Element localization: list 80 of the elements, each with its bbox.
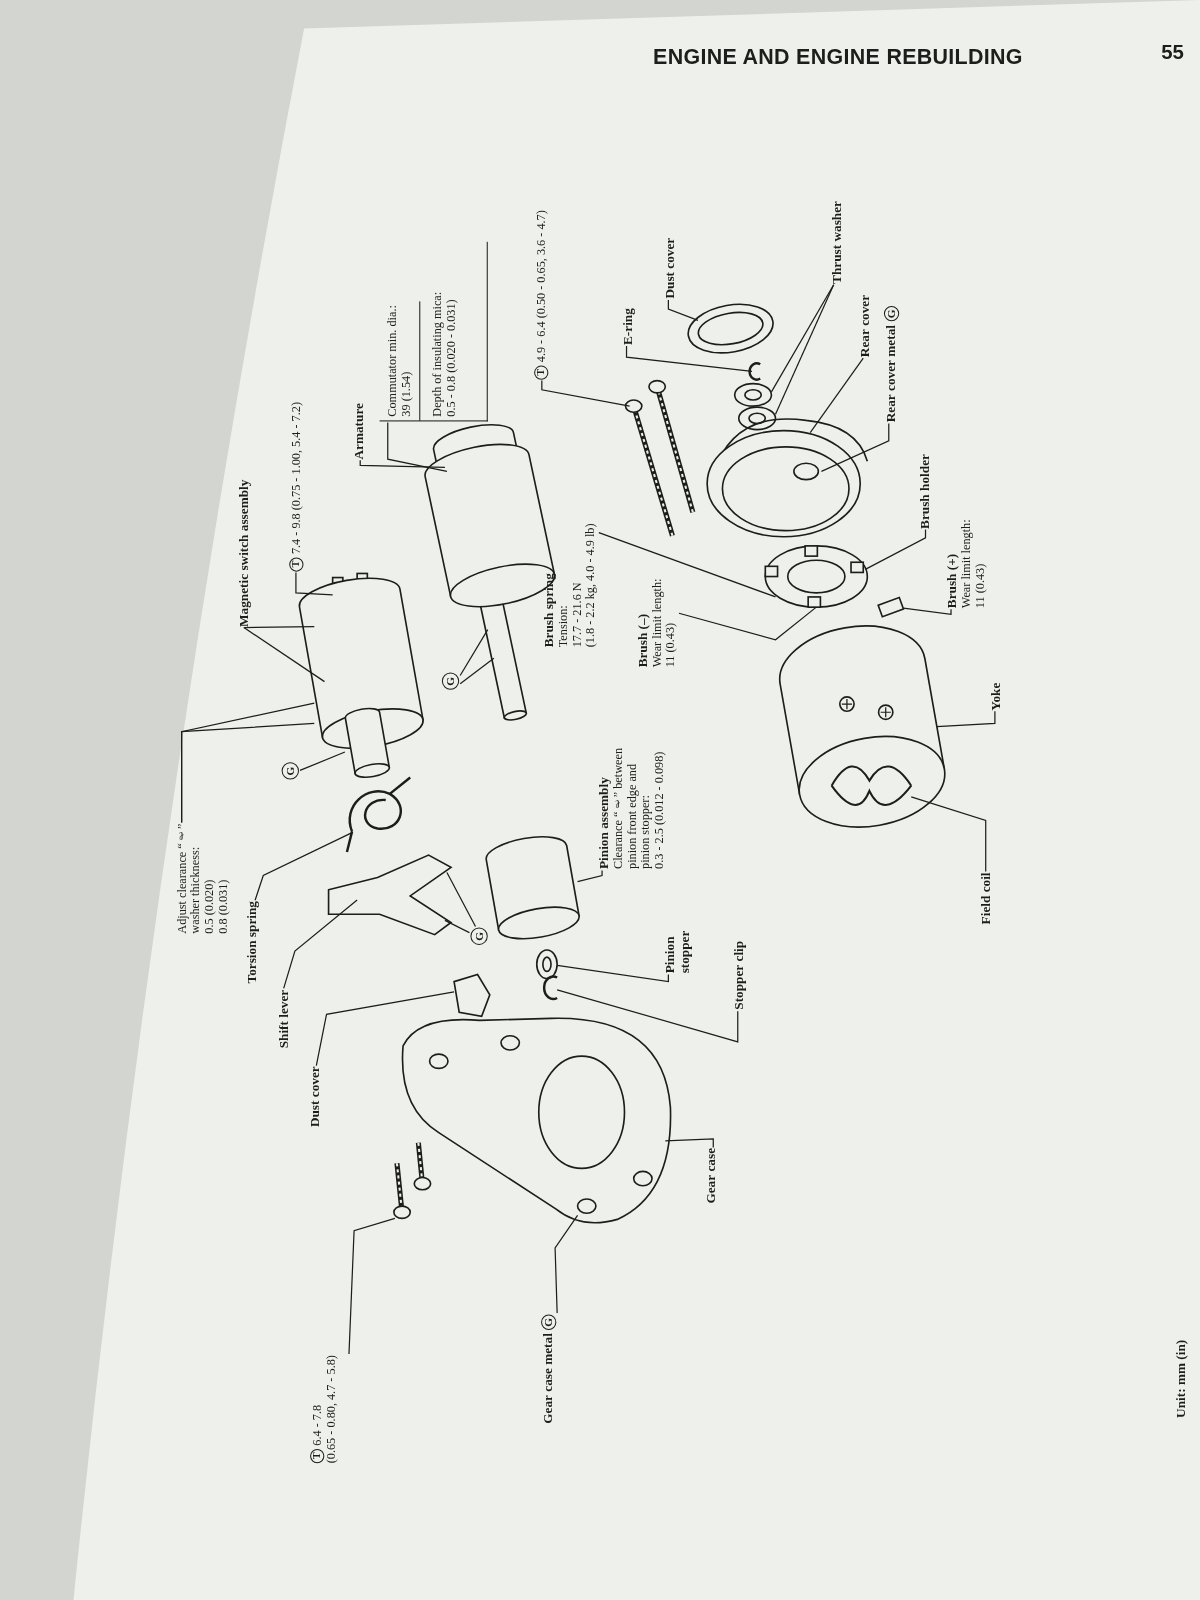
- page-number: 55: [1161, 40, 1184, 65]
- leader-line: [678, 606, 817, 641]
- part-label: Field coil: [978, 872, 994, 925]
- leader-line: [809, 357, 864, 434]
- part-label: Brush (+): [944, 552, 960, 609]
- leader-line: [556, 964, 669, 983]
- torque-spec: T 4.9 - 6.4 (0.50 - 0.65, 3.6 - 4.7): [533, 209, 549, 380]
- leader-line: [348, 1217, 396, 1355]
- leader-line: [359, 459, 446, 468]
- rear-cover-drawing: [706, 418, 869, 538]
- leader-line: [774, 284, 835, 415]
- gear-case-drawing: [401, 1017, 672, 1224]
- part-label: Rear cover: [858, 294, 873, 358]
- washer-drawing: [737, 406, 777, 431]
- pinion-drawing: [485, 836, 580, 940]
- spec-text: Adjust clearance “ℓ” washer thickness:: [175, 823, 203, 934]
- pinion-stopper-drawing: [535, 949, 558, 980]
- leader-line: [820, 422, 890, 473]
- leader-line: [459, 657, 495, 685]
- e-ring-drawing: [748, 362, 761, 381]
- part-label: Thrust washer: [829, 200, 845, 284]
- part-label: E-ring: [620, 308, 636, 345]
- part-label: Gear case: [704, 1148, 719, 1205]
- washer-drawing: [733, 382, 773, 407]
- part-label: Stopper clip: [731, 941, 747, 1011]
- leader-line: [299, 751, 346, 771]
- part-label: Gear case metal G: [540, 1313, 557, 1424]
- leader-line: [625, 345, 753, 373]
- dust-cover-drawing: [453, 973, 491, 1018]
- leader-line: [283, 899, 358, 989]
- leader-line: [459, 629, 489, 677]
- part-label: Brush spring: [541, 571, 557, 647]
- armature-drawing: [424, 423, 556, 721]
- leader-line: [541, 380, 631, 407]
- torsion-spring-drawing: [345, 776, 412, 854]
- part-label: Shift lever: [276, 989, 292, 1048]
- leader-line: [910, 796, 987, 873]
- leader-line: [598, 532, 777, 598]
- leader-line: [254, 832, 353, 901]
- part-label: Dust cover: [663, 238, 679, 299]
- leader-line: [664, 1138, 714, 1149]
- stopper-clip-drawing: [542, 975, 558, 1001]
- bolt-drawing: [393, 1163, 411, 1220]
- leader-line: [446, 871, 477, 928]
- thru-bolt-drawing: [624, 399, 675, 537]
- leader-line: [576, 869, 603, 883]
- part-label: Armature: [352, 402, 367, 460]
- part-label: Yoke: [988, 682, 1004, 711]
- leader-line: [936, 710, 996, 728]
- spec-text: 0.5 (0.020) 0.8 (0.031): [202, 878, 231, 934]
- leader-line: [315, 991, 455, 1067]
- leader-line: [444, 919, 470, 934]
- part-label: Dust cover: [308, 1066, 323, 1128]
- leader-line: [667, 299, 699, 322]
- leader-line: [181, 722, 315, 824]
- field-coil-drawing: [830, 765, 913, 806]
- leader-line: [902, 607, 952, 615]
- part-label: Rear cover metal G: [883, 306, 900, 423]
- magnetic-switch-drawing: [298, 572, 424, 778]
- unit-note: Unit: mm (in): [1173, 1340, 1189, 1419]
- leader-line: [864, 529, 927, 570]
- yoke-drawing: [778, 625, 946, 828]
- brush-holder-drawing: [764, 545, 869, 608]
- leader-line: [243, 625, 315, 629]
- leader-line: [556, 989, 739, 1043]
- part-label: Pinion stopper: [663, 930, 693, 974]
- running-header: ENGINE AND ENGINE REBUILDING: [653, 44, 1023, 70]
- dust-cover-drawing: [687, 303, 774, 354]
- part-label: Brush (–): [635, 612, 650, 668]
- part-label: Brush holder: [917, 453, 933, 529]
- part-label: Magnetic switch assembly: [236, 479, 252, 627]
- part-label: Torsion spring: [244, 901, 260, 984]
- shift-lever-drawing: [327, 854, 453, 936]
- torque-spec: T 7.4 - 9.8 (0.75 - 1.00, 5.4 - 7.2): [288, 401, 304, 572]
- leader-line: [295, 571, 334, 596]
- part-label: Pinion assembly: [596, 777, 612, 870]
- leader-line: [243, 626, 326, 683]
- leader-line: [554, 1214, 579, 1314]
- leader-line: [770, 284, 835, 393]
- leader-line: [387, 421, 448, 473]
